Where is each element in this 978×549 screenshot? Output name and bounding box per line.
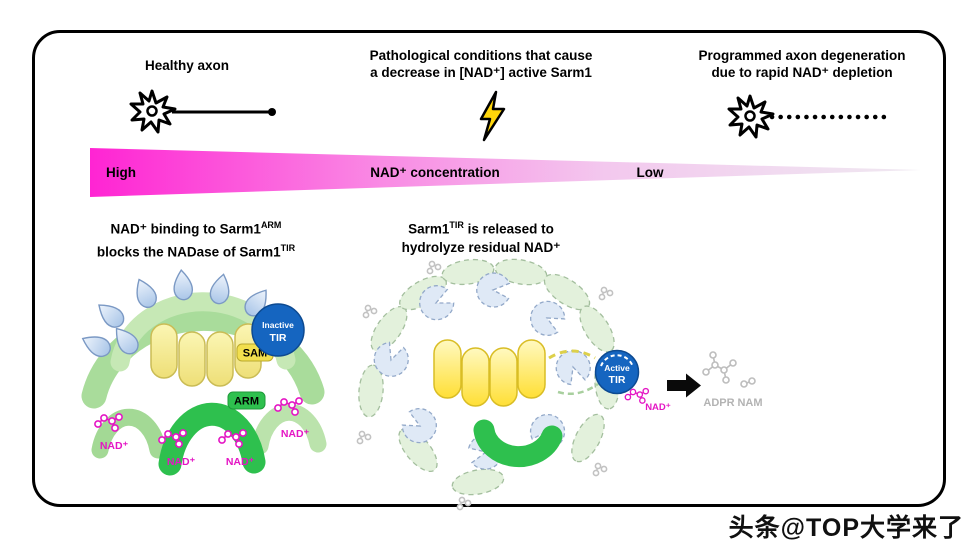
figure-border: [32, 30, 946, 507]
pathological-conditions-label: Pathological conditions that cause a dec…: [370, 47, 593, 81]
label-line: a decrease in [NAD⁺] active Sarm1: [370, 65, 592, 80]
label-line: Pathological conditions that cause: [369, 48, 593, 63]
degenerating-neuron-icon: [727, 94, 887, 139]
nad-label: NAD⁺: [226, 456, 255, 468]
wedge-high-label: High: [106, 165, 136, 180]
axon-terminal: [268, 108, 276, 116]
green-crescent: [473, 419, 563, 468]
heading-sup: ARM: [260, 220, 282, 230]
nam-label: NAM: [737, 397, 762, 409]
wedge-concentration-label: NAD⁺ concentration: [370, 165, 500, 180]
heading-line: hydrolyze residual NAD⁺: [401, 239, 561, 255]
heading-text: blocks the NADase of Sarm1: [96, 244, 281, 259]
healthy-axon-label: Healthy axon: [144, 58, 230, 73]
sarm1-inactive-complex: SAM ARM Inactive TIR NAD⁺ NAD⁺ NAD⁺ NAD⁺: [77, 268, 327, 476]
wedge-low-label: Low: [636, 165, 664, 180]
label-line: due to rapid NAD⁺ depletion: [711, 65, 893, 80]
watermark: 头条@TOP大学来了: [728, 514, 964, 542]
heading-line: Sarm1TIR is released to: [402, 216, 561, 239]
heading-line: NAD⁺ binding to Sarm1ARM: [97, 216, 295, 239]
nad-label: NAD⁺: [281, 428, 310, 440]
heading-sup: TIR: [280, 242, 296, 253]
heading-sup: TIR: [449, 220, 464, 230]
inactive-tir-circle: [251, 303, 305, 357]
right-panel-heading: Sarm1TIR is released to hydrolyze residu…: [402, 216, 561, 257]
nad-label: NAD⁺: [100, 440, 129, 452]
active-tir-state-label: Active: [604, 363, 630, 373]
lightning-bolt-icon: [479, 90, 506, 142]
healthy-neuron-icon: [129, 89, 276, 134]
heading-text: NAD⁺ binding to Sarm1: [110, 221, 261, 237]
axon-degeneration-label: Programmed axon degeneration due to rapi…: [698, 47, 905, 81]
nad-label: NAD⁺: [167, 456, 196, 468]
inactive-tir-state-label: Inactive: [262, 320, 294, 330]
active-tir-word-label: TIR: [609, 374, 626, 386]
adpr-label: ADPR: [703, 397, 734, 409]
adpr-molecule: [702, 351, 737, 384]
arm-tab: [227, 391, 266, 410]
nad-label: NAD⁺: [645, 402, 671, 413]
heading-text: Sarm1: [408, 221, 450, 237]
arm-label: ARM: [234, 396, 259, 408]
label-line: Programmed axon degeneration: [698, 48, 906, 63]
active-tir-circle: [594, 349, 640, 395]
heading-line: blocks the NADase of Sarm1TIR: [97, 239, 295, 262]
nad-gradient-wedge: [90, 148, 921, 197]
sarm1-active-complex: Active TIR NAD⁺ ADPR NAM: [356, 258, 763, 511]
inactive-tir-word-label: TIR: [270, 332, 287, 344]
heading-text: is released to: [463, 221, 554, 237]
reaction-arrow-icon: [667, 373, 701, 398]
nam-molecule: [740, 377, 756, 388]
left-panel-heading: NAD⁺ binding to Sarm1ARM blocks the NADa…: [97, 216, 295, 261]
